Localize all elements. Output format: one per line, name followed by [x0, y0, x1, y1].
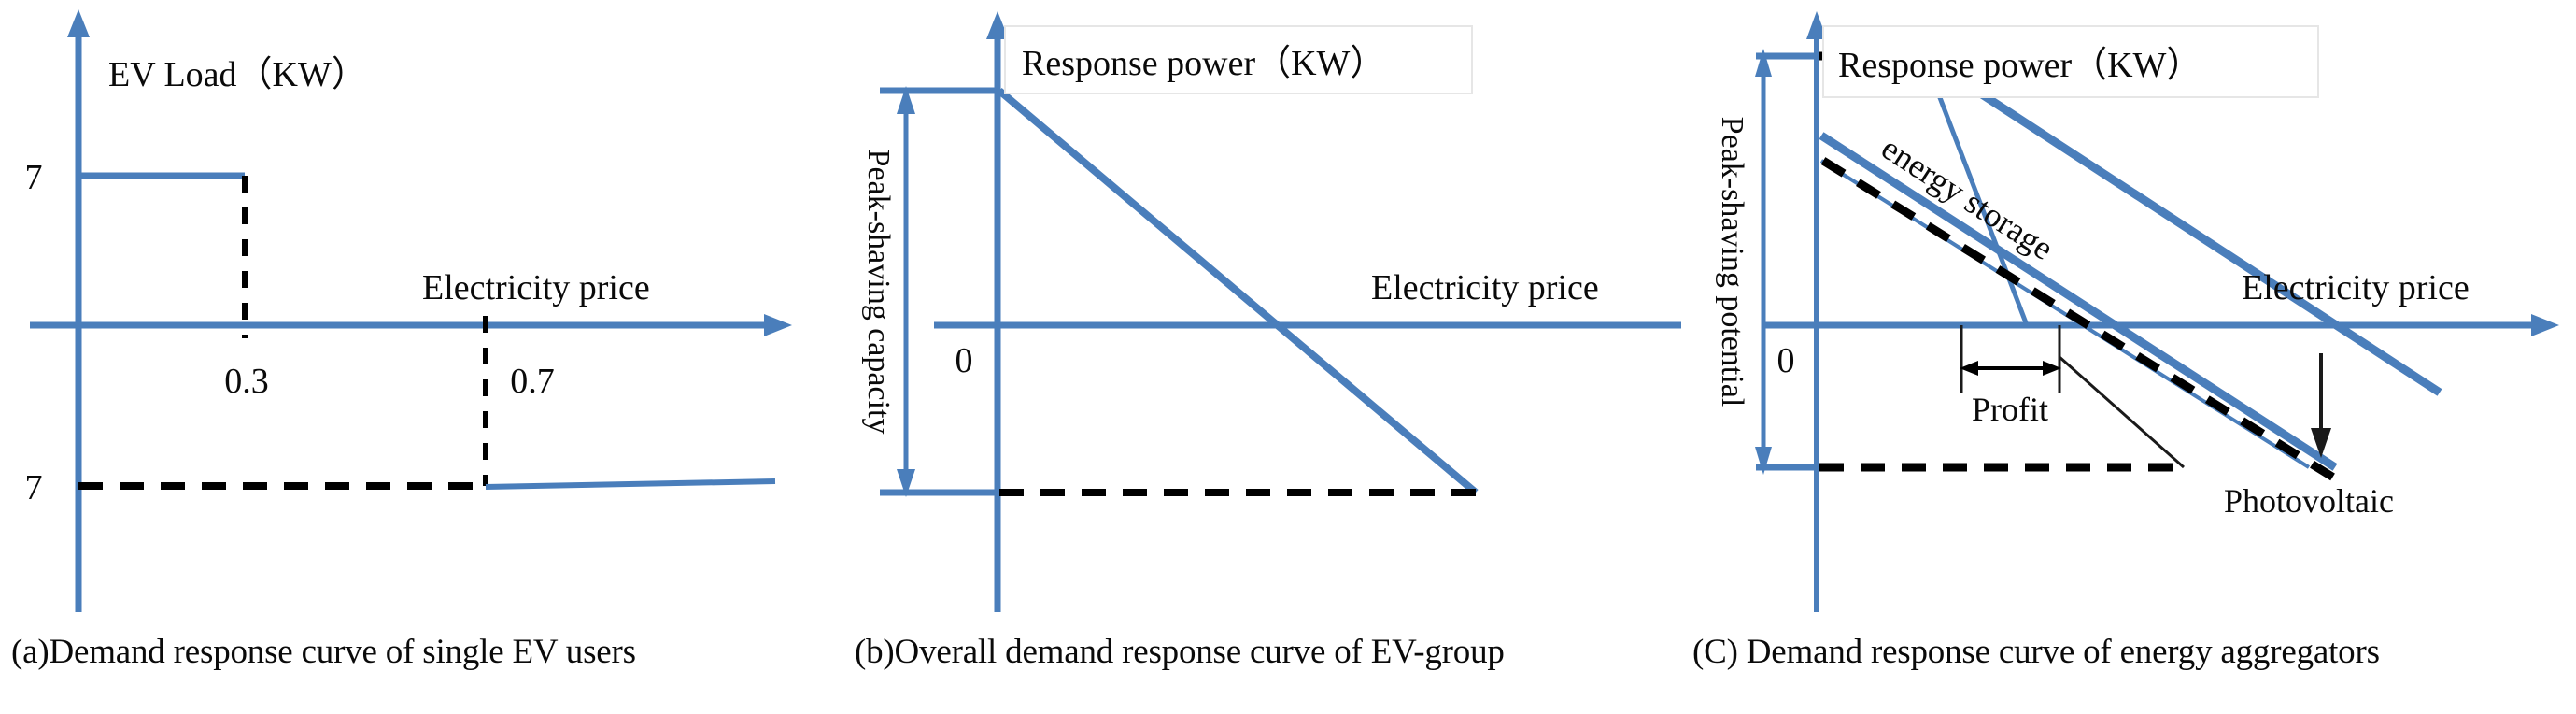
panel-a-chart: EV Load（KW） Electricity price 7 7 0.3 0.… [25, 9, 792, 612]
caption-panel-c: (C) Demand response curve of energy aggr… [1692, 633, 2380, 671]
x-tick-0-7: 0.7 [510, 362, 555, 401]
energy-storage-curve [1819, 132, 2338, 471]
capacity-arrow-head-down [897, 469, 915, 497]
origin-label-0: 0 [1777, 341, 1795, 380]
y-axis-title: EV Load（KW） [108, 55, 367, 94]
photovoltaic-label: Photovoltaic [2224, 482, 2394, 520]
panel-a-single-ev: EV Load（KW） Electricity price 7 7 0.3 0.… [0, 0, 822, 617]
x-axis-title: Electricity price [2242, 268, 2470, 307]
y-axis-title-box [1822, 25, 2319, 98]
caption-panel-a: (a)Demand response curve of single EV us… [11, 633, 636, 671]
panel-b-ev-group: Response power（KW） Electricity price 0 P… [822, 0, 1681, 617]
peak-shaving-potential-label: Peak-shaving potential [1715, 117, 1749, 407]
y-tick-upper-7: 7 [25, 158, 43, 197]
y-axis-arrowhead [67, 9, 90, 37]
photovoltaic-curve [1820, 157, 2338, 482]
panel-c-chart: Response power（KW） Electricity price 0 P… [1715, 11, 2559, 612]
load-plateau-lower-solid [485, 478, 776, 490]
photovoltaic-pointer-arrowhead [2311, 428, 2331, 458]
y-axis-title-box [1004, 25, 1473, 94]
profit-arrow-head-right [2043, 361, 2061, 376]
x-axis-arrowhead [764, 314, 792, 336]
photovoltaic-leader-line [2059, 355, 2185, 469]
caption-panel-b: (b)Overall demand response curve of EV-g… [855, 633, 1505, 671]
profit-label: Profit [1972, 391, 2048, 428]
x-axis-title: Electricity price [422, 268, 650, 307]
peak-shaving-capacity-label: Peak-shaving capacity [861, 150, 896, 435]
origin-label-0: 0 [955, 341, 973, 380]
aggregate-curve-outer [1923, 54, 2442, 396]
y-axis-title: Response power（KW） [1838, 46, 2201, 85]
x-axis-title: Electricity price [1371, 268, 1599, 307]
y-axis-arrowhead [986, 11, 1009, 39]
y-tick-lower-7: 7 [25, 468, 43, 507]
y-axis-arrowhead [1806, 11, 1827, 39]
potential-arrow-head-down [1755, 447, 1772, 475]
capacity-arrow-head-up [897, 86, 915, 114]
panel-c-energy-aggregators: Response power（KW） Electricity price 0 P… [1681, 0, 2576, 617]
panel-b-chart: Response power（KW） Electricity price 0 P… [861, 11, 1681, 612]
profit-arrow-head-left [1960, 361, 1978, 376]
potential-arrow-head-up [1755, 49, 1772, 77]
x-tick-0-3: 0.3 [224, 362, 269, 401]
x-axis-arrowhead [2531, 314, 2559, 336]
y-axis-title: Response power（KW） [1022, 44, 1385, 83]
ev-group-response-curve [997, 87, 1479, 496]
